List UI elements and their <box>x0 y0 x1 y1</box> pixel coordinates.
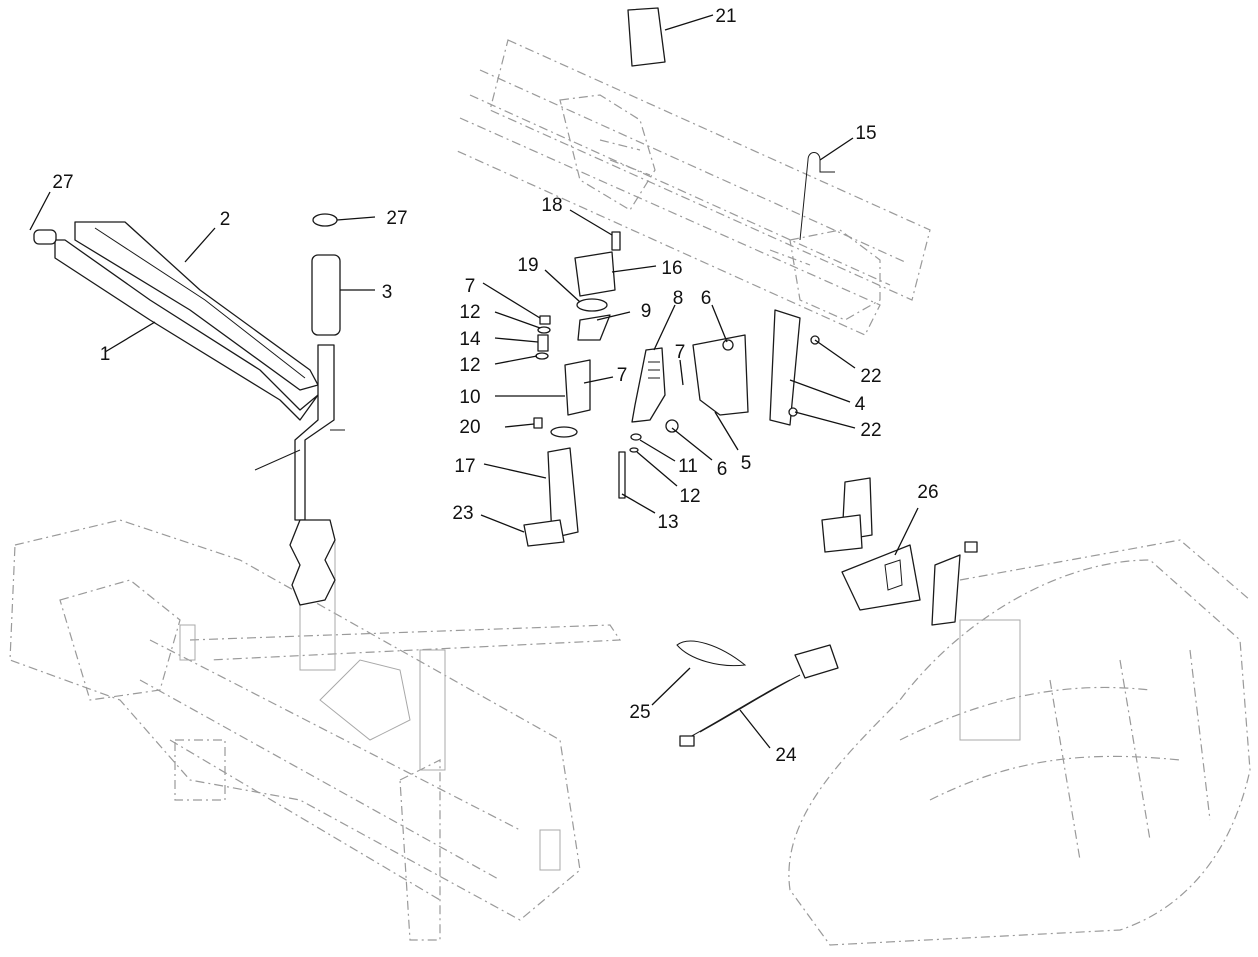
callout-3: 3 <box>382 282 393 303</box>
callout-8: 8 <box>673 288 684 309</box>
part-27-cap-left <box>33 229 57 245</box>
callout-24: 24 <box>775 745 797 766</box>
part-15-hook <box>799 152 835 241</box>
part-11-washer <box>630 433 642 441</box>
callout-17: 17 <box>454 456 475 477</box>
part-27-cap-right <box>312 213 338 227</box>
callout-15: 15 <box>855 123 876 144</box>
callout-27-left: 27 <box>52 172 73 193</box>
part-14-spring <box>537 334 549 352</box>
parts <box>33 7 978 747</box>
callout-9: 9 <box>641 301 652 322</box>
part-23-sleeve <box>523 519 565 547</box>
part-7-nut <box>539 315 551 325</box>
callout-14: 14 <box>459 329 481 350</box>
callout-11: 11 <box>678 456 698 477</box>
part-6-nut-b <box>665 419 679 433</box>
part-18-bolt <box>611 231 621 251</box>
callout-23: 23 <box>452 503 473 524</box>
part-8-bracket <box>631 347 666 423</box>
part-26-actuator-plate <box>841 544 921 611</box>
callout-7-a: 7 <box>465 276 476 297</box>
callout-7-c: 7 <box>617 365 628 386</box>
part-6-nut <box>722 339 734 351</box>
leader-lines <box>29 14 919 749</box>
phantom-frame-outlines <box>9 39 1251 946</box>
part-20-pin <box>533 417 543 429</box>
callout-22-b: 22 <box>860 420 881 441</box>
callout-labels: 1 2 3 27 27 21 15 18 19 16 7 12 14 12 9 … <box>52 6 938 766</box>
callout-19: 19 <box>517 255 538 276</box>
part-bellows-boot <box>289 519 336 606</box>
part-12-washer-b <box>535 352 549 360</box>
callout-12-a: 12 <box>459 302 480 323</box>
callout-7-b: 7 <box>675 342 686 363</box>
callout-18: 18 <box>541 195 562 216</box>
part-4-bracket <box>769 309 801 426</box>
callout-12-b: 12 <box>459 355 480 376</box>
part-10-block <box>564 359 591 416</box>
part-24-harness-connector <box>794 644 839 679</box>
part-19-washer <box>576 298 608 312</box>
part-21-grip <box>627 7 666 67</box>
part-12-washer <box>537 326 551 334</box>
callout-27-right: 27 <box>386 208 407 229</box>
part-25-tie-strap <box>676 640 747 667</box>
callout-16: 16 <box>661 258 682 279</box>
callout-2: 2 <box>220 209 231 230</box>
callout-25: 25 <box>629 702 650 723</box>
part-1-handle-lower <box>54 239 319 421</box>
callout-1: 1 <box>100 344 111 365</box>
part-5-plate <box>692 334 749 416</box>
callout-10: 10 <box>459 387 480 408</box>
part-17-tube <box>547 447 579 539</box>
callout-21: 21 <box>715 6 736 27</box>
part-9-bracket <box>577 314 611 341</box>
callout-12-c: 12 <box>679 486 700 507</box>
callout-22-a: 22 <box>860 366 881 387</box>
part-13-rod <box>618 451 626 499</box>
callout-6-a: 6 <box>701 288 712 309</box>
part-16-hub <box>574 251 616 297</box>
callout-4: 4 <box>855 394 866 415</box>
callout-6-b: 6 <box>717 459 728 480</box>
callout-26: 26 <box>917 482 938 503</box>
part-2-handle-upper <box>74 221 319 391</box>
part-3-grip <box>311 254 341 336</box>
callout-20: 20 <box>459 417 480 438</box>
callout-5: 5 <box>741 453 752 474</box>
callout-13: 13 <box>657 512 678 533</box>
